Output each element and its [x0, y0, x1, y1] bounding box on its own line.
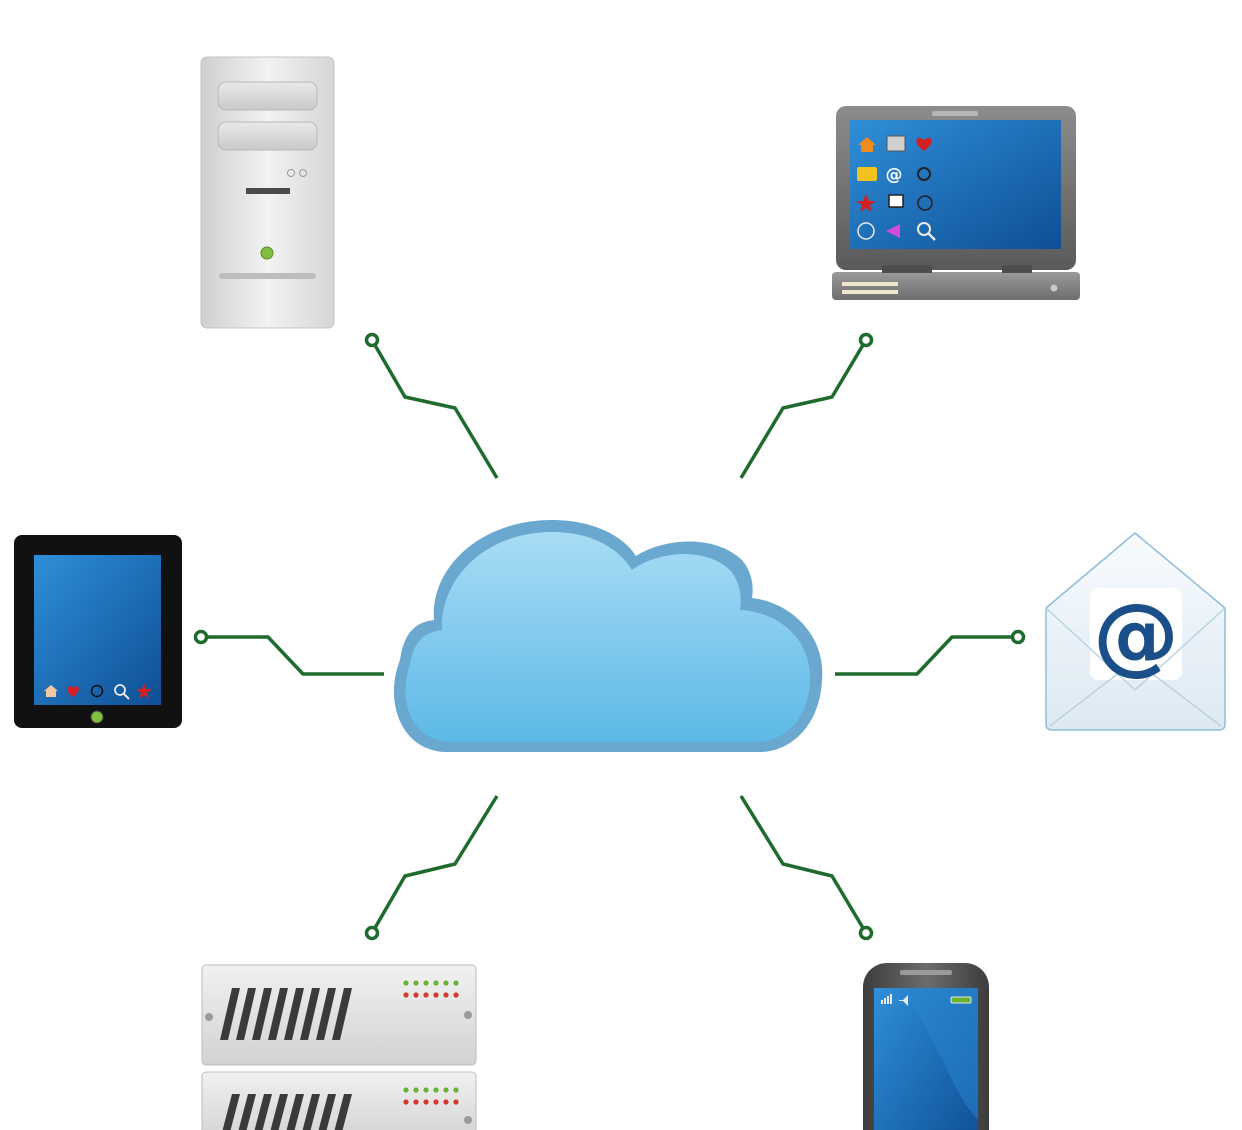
phone-battery-icon [950, 996, 972, 1004]
email-envelope-icon: @ [1045, 532, 1226, 731]
tablet-icon [14, 535, 182, 728]
connector-phone [739, 795, 874, 941]
tablet-screen-icons [44, 683, 152, 700]
phone-signal-icon [881, 994, 892, 1004]
connector-laptop [739, 332, 874, 479]
server-unit-bottom [201, 1071, 477, 1130]
connectors [193, 332, 1026, 941]
mobile-phone-icon [863, 963, 989, 1130]
server-unit-top [201, 964, 477, 1066]
laptop-icon: @ [832, 106, 1080, 300]
connector-rack [364, 795, 499, 941]
desktop-tower-icon [200, 56, 335, 329]
connector-email [835, 629, 1026, 676]
connector-tower [364, 332, 499, 479]
server-rack-icon [201, 964, 477, 1130]
svg-text:@: @ [886, 165, 903, 185]
email-at-symbol: @ [1093, 585, 1179, 685]
phone-volume-icon [899, 995, 908, 1006]
connector-tablet [193, 629, 384, 676]
cloud-icon [393, 520, 823, 752]
laptop-screen-icons: @ [856, 135, 936, 241]
